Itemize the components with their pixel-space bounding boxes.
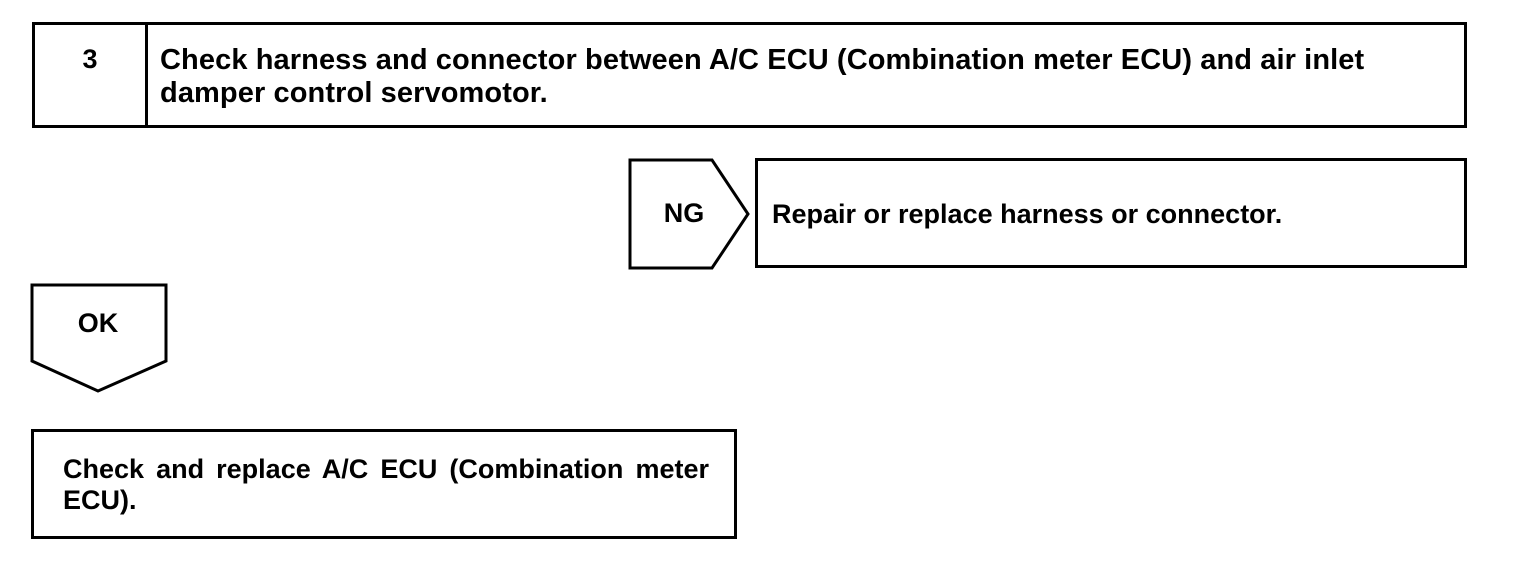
step-box: 3 Check harness and connector between A/…	[32, 22, 1467, 128]
ng-action-text: Repair or replace harness or connector.	[772, 199, 1283, 229]
ok-action-text: Check and replace A/C ECU (Combination m…	[63, 454, 709, 515]
ok-action-box: Check and replace A/C ECU (Combination m…	[31, 429, 737, 539]
ng-arrow-icon	[628, 158, 750, 270]
step-title: Check harness and connector between A/C …	[160, 44, 1365, 109]
ok-label: OK	[77, 308, 119, 338]
ng-label: NG	[663, 198, 705, 228]
ok-arrow-icon	[30, 283, 168, 393]
step-number: 3	[35, 25, 148, 125]
ng-action-box: Repair or replace harness or connector.	[755, 158, 1467, 268]
